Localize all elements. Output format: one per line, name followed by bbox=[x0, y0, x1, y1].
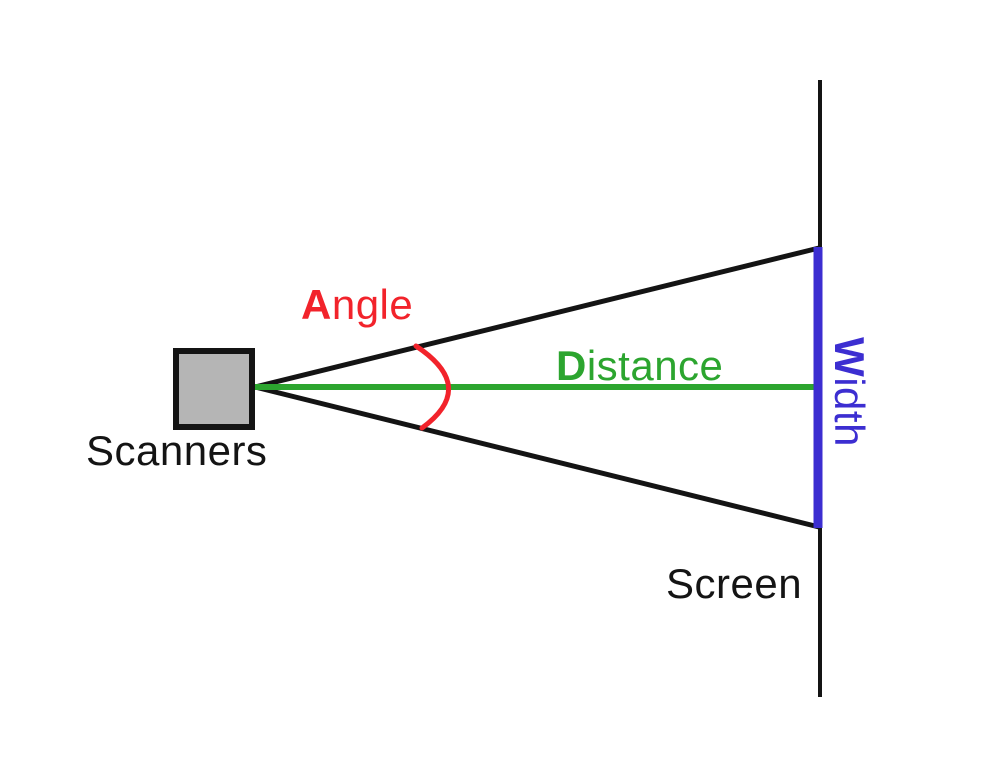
distance-label: Distance bbox=[556, 342, 724, 389]
scanners-label: Scanners bbox=[86, 427, 268, 474]
width-label: Width bbox=[826, 337, 873, 447]
beam-upper-line bbox=[254, 245, 820, 390]
screen-label: Screen bbox=[666, 560, 803, 607]
angle-label: Angle bbox=[301, 281, 414, 328]
scanner-box bbox=[173, 348, 255, 430]
angle-arc bbox=[413, 343, 451, 431]
beam-lower-line bbox=[254, 384, 820, 530]
